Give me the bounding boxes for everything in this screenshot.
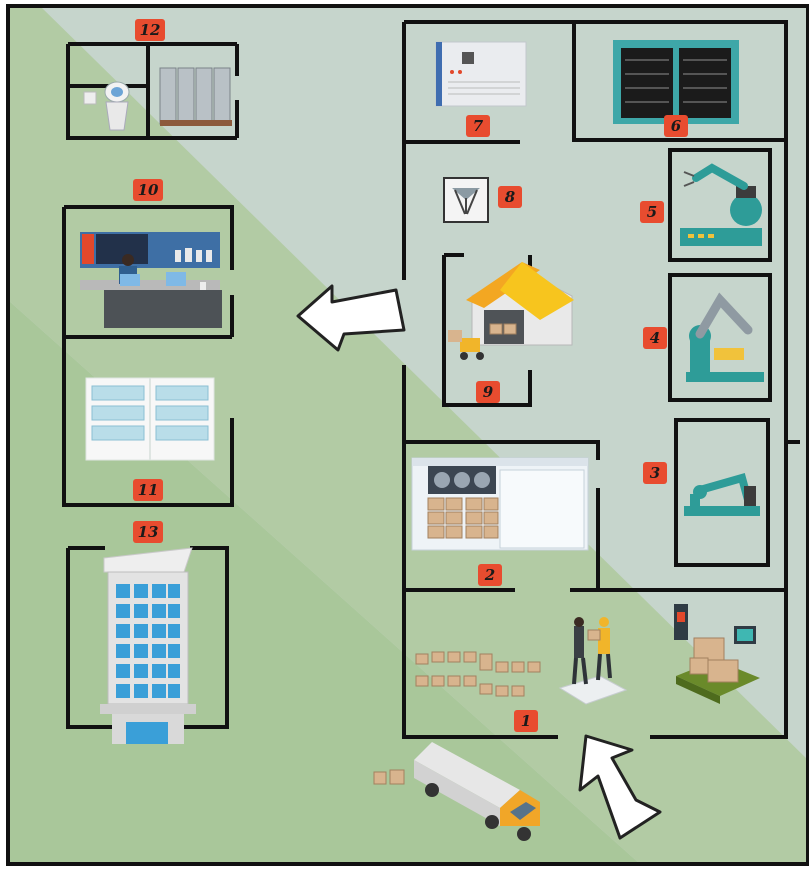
badge-background <box>476 381 500 403</box>
zone-number-label: 9 <box>483 383 494 401</box>
zone-number-label: 7 <box>473 117 484 135</box>
zone-number-label: 5 <box>647 203 657 221</box>
robot-arm-icon <box>684 473 760 516</box>
zone-number-label: 2 <box>484 566 495 584</box>
badge-background <box>643 327 667 349</box>
zone-number-label: 11 <box>138 481 159 499</box>
zone-number-label: 6 <box>671 117 682 135</box>
scanner-scale-icon <box>674 604 760 704</box>
badge-background <box>135 19 165 41</box>
zone-number-label: 3 <box>650 464 660 482</box>
zone-number-label: 4 <box>650 329 660 347</box>
zone-number-label: 12 <box>140 21 161 39</box>
zone-number-label: 13 <box>138 523 159 541</box>
badge-background <box>133 521 163 543</box>
zone-badge-2: 2 <box>478 564 502 586</box>
badge-background <box>466 115 490 137</box>
zone-badge-10: 10 <box>133 179 163 201</box>
zone-badge-8: 8 <box>498 186 522 208</box>
zone-badge-6: 6 <box>664 115 688 137</box>
walls <box>62 20 800 739</box>
cold-storage-room-icon <box>411 457 589 551</box>
zone-badge-5: 5 <box>640 201 664 223</box>
storage-shelves-icon <box>85 377 215 461</box>
badge-background <box>133 479 163 501</box>
zone-badge-11: 11 <box>133 479 163 501</box>
badge-background <box>664 115 688 137</box>
badge-background <box>514 710 538 732</box>
zone-number-label: 1 <box>521 712 531 730</box>
server-rack-icon <box>613 40 739 124</box>
control-room-operator-icon <box>80 232 222 328</box>
office-building-icon <box>100 547 196 744</box>
zone-badge-4: 4 <box>643 327 667 349</box>
robot-arm-icon <box>686 292 764 382</box>
zone-badge-9: 9 <box>476 381 500 403</box>
zone-number-label: 10 <box>138 181 159 199</box>
badge-background <box>640 201 664 223</box>
control-cabinet-icon <box>435 41 527 107</box>
zone-badge-7: 7 <box>466 115 490 137</box>
restroom-locker-icon <box>83 67 232 131</box>
zone-badge-3: 3 <box>643 462 667 484</box>
zone-number-label: 8 <box>505 188 516 206</box>
badge-background <box>133 179 163 201</box>
badge-background <box>478 564 502 586</box>
zone-badge-13: 13 <box>133 521 163 543</box>
flow-arrow-icon <box>296 284 406 352</box>
delivery-truck-icon <box>373 742 540 841</box>
badge-background <box>498 186 522 208</box>
zone-badge-12: 12 <box>135 19 165 41</box>
badge-background <box>643 462 667 484</box>
delta-robot-icon <box>443 177 489 223</box>
warehouse-forklift-icon <box>448 262 574 360</box>
receiving-handover-icon <box>415 617 628 705</box>
entry-arrow-icon <box>578 734 662 840</box>
zone-badge-1: 1 <box>514 710 538 732</box>
robot-arm-gripper-icon <box>680 163 762 246</box>
